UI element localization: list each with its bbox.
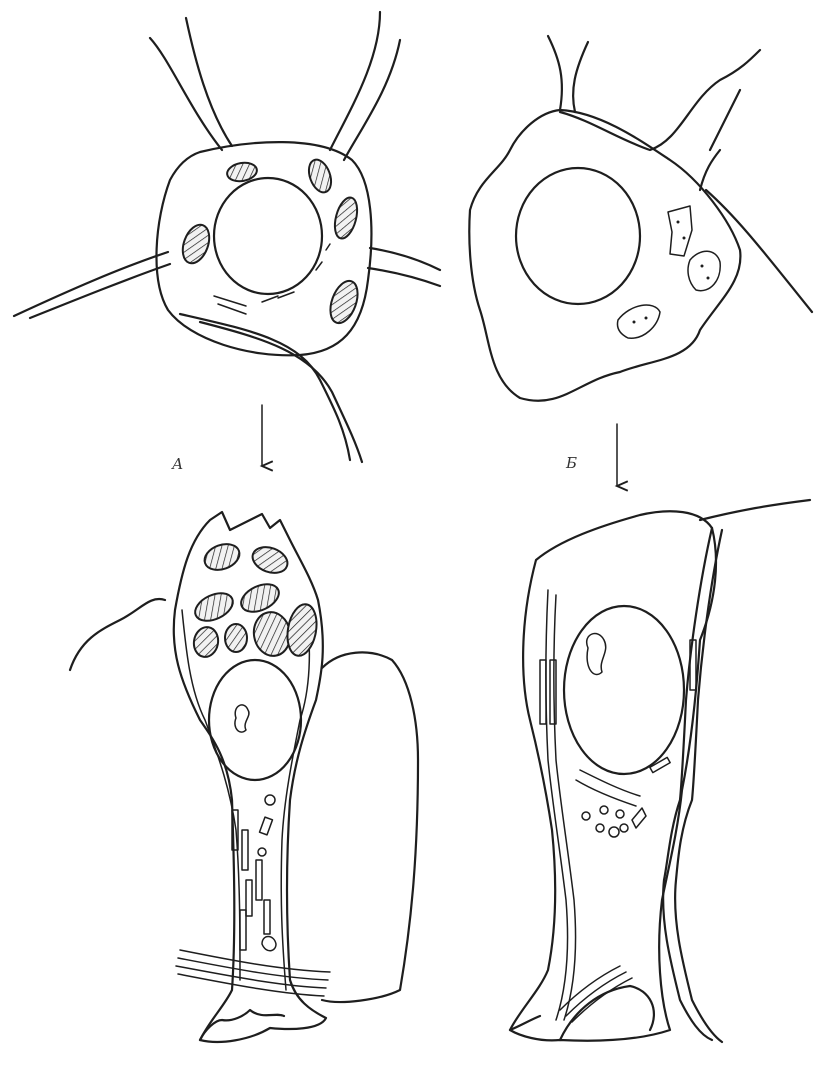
- label-panel-b: Б: [566, 454, 577, 472]
- cell-b-top: [469, 36, 812, 401]
- cell-b-bottom: [510, 500, 810, 1042]
- cell-a-top: [14, 12, 440, 462]
- cell-a-bottom: [70, 512, 418, 1042]
- label-panel-a: А: [172, 455, 183, 473]
